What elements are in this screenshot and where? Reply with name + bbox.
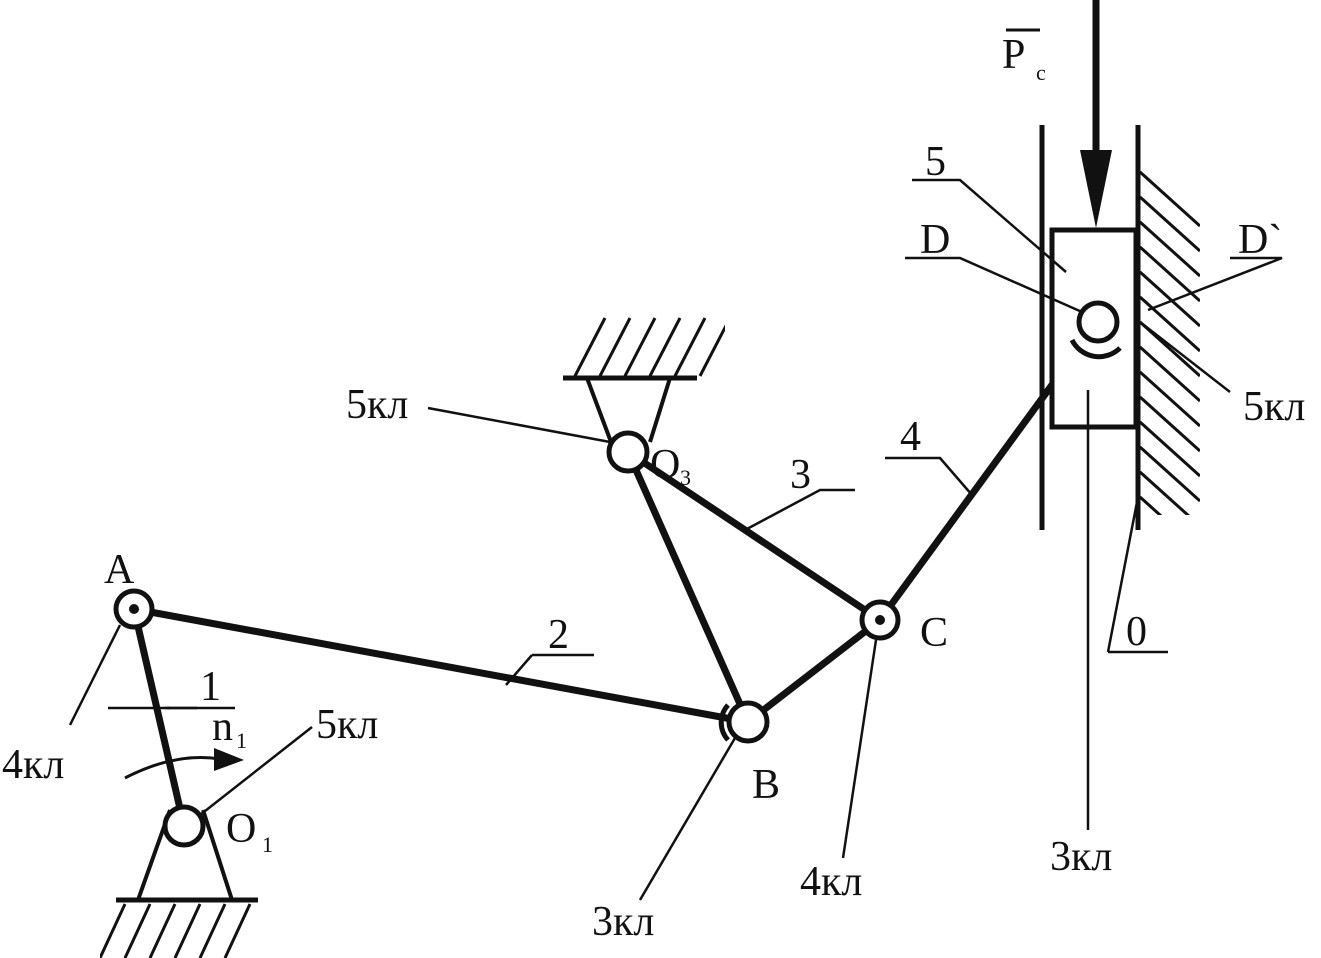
frame-0-label: 0 — [1126, 609, 1147, 655]
link-3 — [624, 449, 883, 725]
link-3-label: 3 — [790, 452, 811, 498]
link-2-label: 2 — [548, 612, 569, 658]
kinematic-pair-class-label: 5кл — [1243, 384, 1305, 430]
joint-A — [113, 588, 155, 630]
joint-O3-subscript: 3 — [680, 465, 691, 490]
kinematic-pair-class-label: 4кл — [2, 742, 64, 788]
joint-B — [718, 700, 770, 744]
link-4-label: 4 — [900, 414, 921, 460]
joint-B-label: B — [752, 762, 780, 808]
link-2 — [133, 605, 749, 726]
link-5-label: 5 — [925, 139, 946, 185]
joint-A-label: A — [104, 547, 135, 593]
joint-C-label: C — [920, 610, 948, 656]
joint-O1-label: O — [226, 806, 256, 852]
joint-D-prime-label: D` — [1238, 217, 1282, 263]
joint-O3-label: O — [650, 442, 680, 488]
wall-hatching — [1140, 170, 1200, 515]
joint-O3 — [606, 430, 650, 474]
joint-D-label: D — [920, 217, 950, 263]
joint-D — [1069, 300, 1122, 360]
joint-C — [859, 599, 901, 641]
kinematic-pair-class-label: 5кл — [316, 702, 378, 748]
force-label-subscript: c — [1036, 60, 1046, 85]
kinematic-pair-class-label: 5кл — [346, 382, 408, 428]
joint-O1 — [162, 804, 206, 848]
kinematic-pair-class-label: 3кл — [1050, 834, 1112, 880]
speed-n1-subscript: 1 — [236, 728, 247, 753]
link-1-label: 1 — [200, 664, 221, 710]
force-arrow — [1080, 0, 1112, 228]
kinematic-pair-class-label: 3кл — [592, 899, 654, 945]
joint-O1-subscript: 1 — [262, 832, 273, 857]
force-label: P — [1002, 32, 1025, 78]
ground-support-top — [563, 317, 725, 443]
speed-n1-label: n — [212, 704, 233, 750]
slider-guide — [1039, 125, 1200, 530]
rotation-arrow-n1 — [124, 748, 244, 780]
link-1 — [130, 608, 188, 827]
kinematic-pair-class-label: 4кл — [800, 859, 862, 905]
leader-lines — [68, 178, 1283, 901]
